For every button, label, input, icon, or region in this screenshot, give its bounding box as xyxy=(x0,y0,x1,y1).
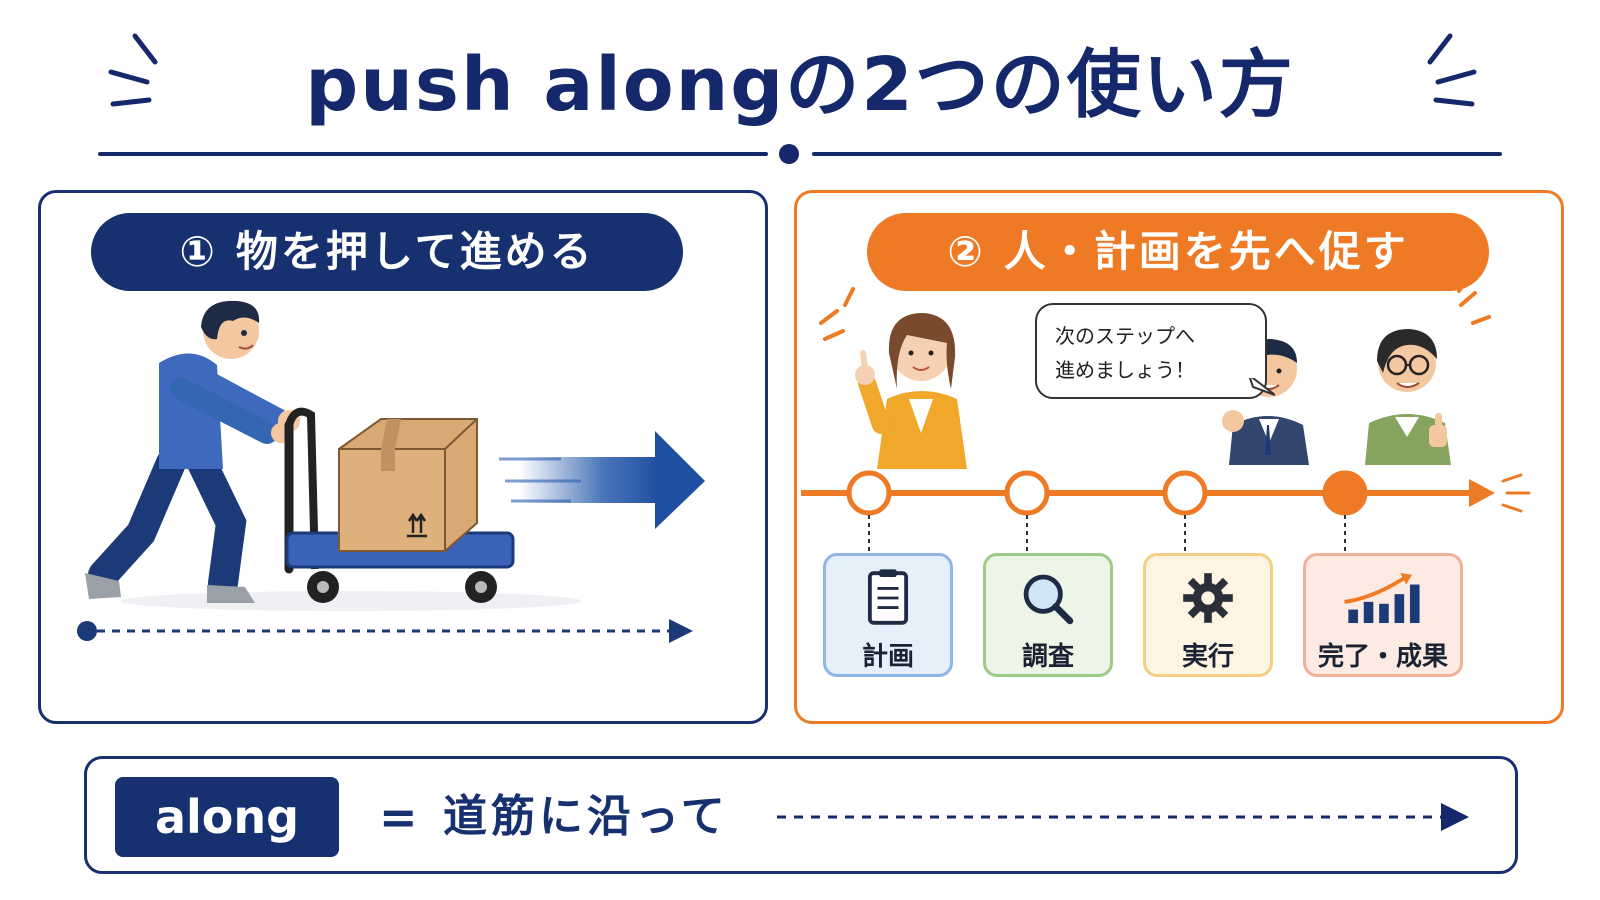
emphasis-lines-left-icon xyxy=(108,33,158,107)
process-steps: 計画 調査 実行 xyxy=(823,553,1543,683)
step-label: 実行 xyxy=(1181,642,1234,672)
gear-icon xyxy=(1183,573,1233,623)
direction-path-arrow-icon xyxy=(77,619,693,643)
step-plan: 計画 xyxy=(823,553,953,677)
speech-line-2: 進めましょう！ xyxy=(1055,358,1195,382)
usage-2-heading: ② 人・計画を先へ促す xyxy=(867,213,1489,291)
step-execute: 実行 xyxy=(1143,553,1273,677)
page-title: push alongの2つの使い方 xyxy=(0,30,1600,140)
speech-line-1: 次のステップへ xyxy=(1055,324,1195,348)
speech-bubble: 次のステップへ 進めましょう！ xyxy=(1035,303,1275,399)
clipboard-icon xyxy=(867,569,909,625)
meaning-text: 道筋に沿って xyxy=(443,791,729,842)
woman-pointing-icon xyxy=(819,287,967,469)
magnifier-icon xyxy=(1023,574,1074,625)
usage-1-number: ① xyxy=(179,227,218,276)
equals-sign: = xyxy=(379,790,418,844)
pushing-cart-illustration xyxy=(77,300,705,643)
definition-box: along = 道筋に沿って xyxy=(84,756,1518,874)
growth-chart-icon xyxy=(1344,572,1420,624)
title-underline-dot xyxy=(779,144,799,164)
progress-timeline xyxy=(801,470,1531,551)
man-thumbs-up-icon xyxy=(1365,283,1491,465)
timeline-node-3 xyxy=(1162,470,1208,516)
usage-2-label: 人・計画を先へ促す xyxy=(1003,227,1409,276)
dashed-arrow-icon xyxy=(777,803,1469,831)
title-underline-right xyxy=(812,152,1502,156)
title-rest: の2つの使い方 xyxy=(785,42,1295,128)
speech-tail-icon xyxy=(1249,375,1275,396)
usage-1-heading: ① 物を押して進める xyxy=(91,213,683,291)
word-badge: along xyxy=(115,777,339,857)
usage-1-label: 物を押して進める xyxy=(235,227,595,276)
step-complete: 完了・成果 xyxy=(1303,553,1463,677)
title-phrase: push along xyxy=(305,42,786,128)
emphasis-lines-right-icon xyxy=(1427,33,1477,107)
timeline-node-2 xyxy=(1004,470,1050,516)
timeline-node-4 xyxy=(1322,470,1368,516)
motion-arrow-icon xyxy=(499,431,705,529)
step-label: 完了・成果 xyxy=(1317,642,1448,672)
step-label: 計画 xyxy=(861,642,914,672)
title-underline-left xyxy=(98,152,768,156)
step-research: 調査 xyxy=(983,553,1113,677)
step-label: 調査 xyxy=(1021,642,1074,672)
person-pushing-icon xyxy=(85,300,300,603)
usage-1-panel: ① 物を押して進める xyxy=(38,190,768,724)
cardboard-box-icon xyxy=(338,418,478,552)
timeline-node-1 xyxy=(846,470,892,516)
usage-2-panel: ② 人・計画を先へ促す xyxy=(794,190,1564,724)
team-progress-illustration xyxy=(801,283,1531,551)
usage-2-number: ② xyxy=(947,227,986,276)
